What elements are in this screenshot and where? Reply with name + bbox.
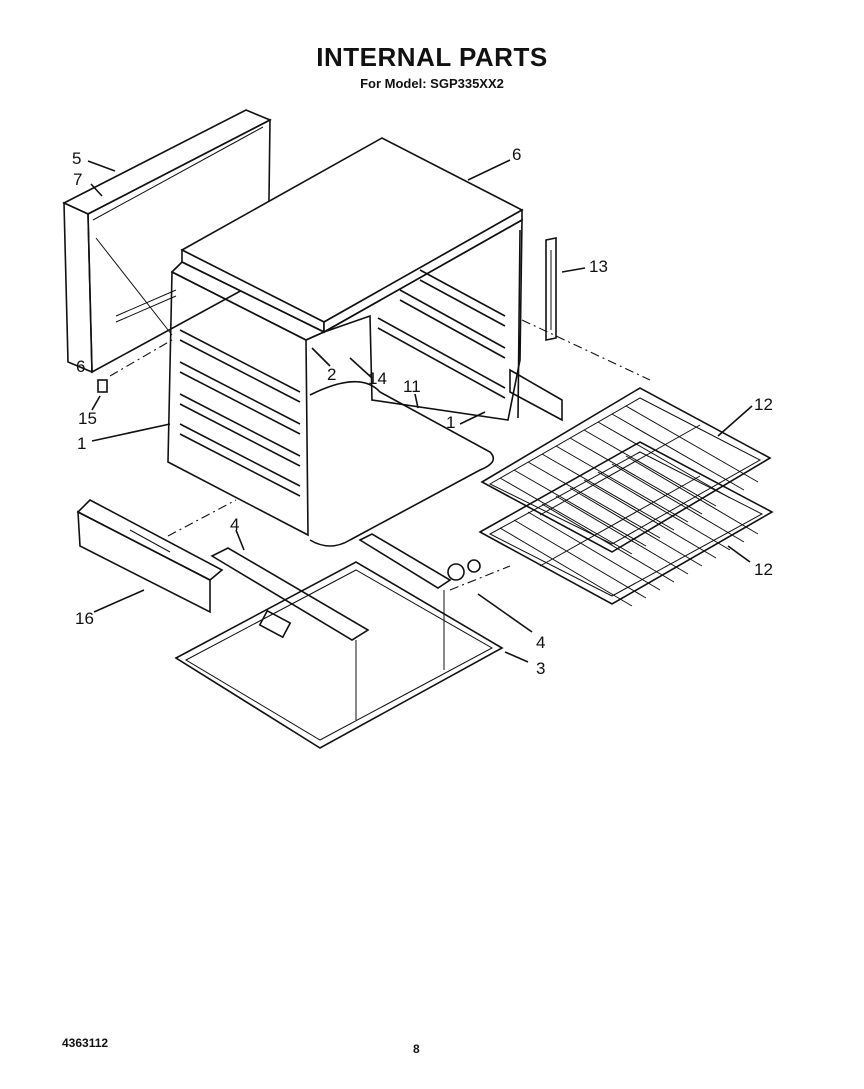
callout-6-door: 6 <box>76 357 85 376</box>
callout-16: 16 <box>75 609 94 628</box>
callout-12-upper: 12 <box>754 395 773 414</box>
page-title: INTERNAL PARTS <box>316 42 548 72</box>
oven-burner <box>210 533 481 641</box>
document-number: 4363112 <box>62 1036 109 1050</box>
page-number: 8 <box>413 1042 420 1056</box>
broiler-trim <box>76 499 224 614</box>
callout-1-left: 1 <box>77 434 86 453</box>
callout-14: 14 <box>368 369 387 388</box>
rear-bracket <box>545 237 557 341</box>
leader-lines <box>87 159 753 663</box>
callout-15: 15 <box>78 409 97 428</box>
callout-13: 13 <box>589 257 608 276</box>
oven-bottom-panel <box>174 561 504 749</box>
callout-7: 7 <box>73 170 82 189</box>
callout-1-right: 1 <box>446 413 455 432</box>
callout-3: 3 <box>536 659 545 678</box>
callout-2: 2 <box>327 365 336 384</box>
callout-12-lower: 12 <box>754 560 773 579</box>
callout-11: 11 <box>403 377 421 396</box>
callout-4-burner: 4 <box>230 515 239 534</box>
callout-4-valve: 4 <box>536 633 545 652</box>
model-subtitle: For Model: SGP335XX2 <box>360 76 504 91</box>
oven-rack-upper <box>480 387 772 555</box>
callout-6: 6 <box>512 145 521 164</box>
oven-liner <box>167 218 563 547</box>
callout-5: 5 <box>72 149 81 168</box>
oven-rack-lower <box>478 441 774 607</box>
door-spring <box>97 379 108 393</box>
